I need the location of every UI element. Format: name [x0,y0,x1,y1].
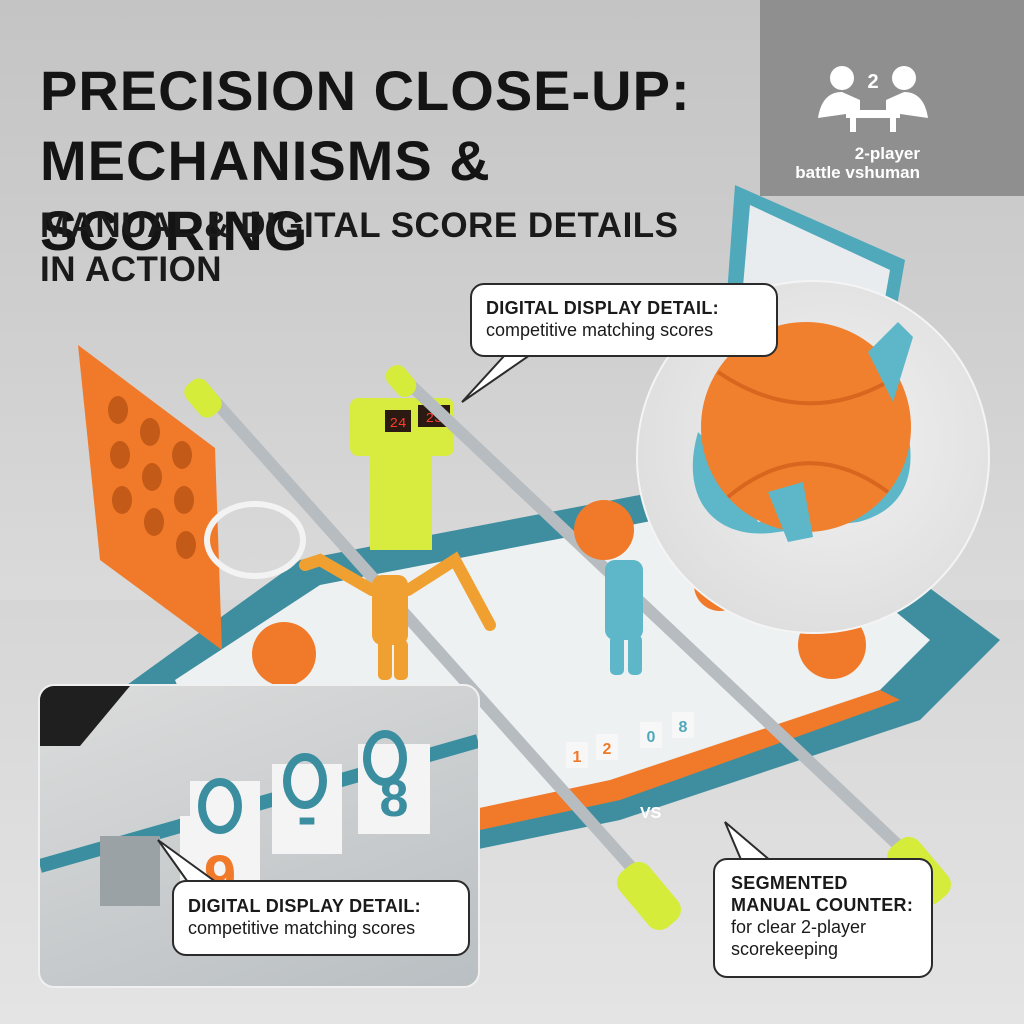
callout-top-body: competitive matching scores [486,320,714,340]
callout-right-heading-1: SEGMENTED [731,873,848,893]
ball-on-court-left [252,622,316,686]
display-digits-left: 24 [390,416,407,432]
backboard-holes [108,396,196,559]
board-counter-digit-4: 8 [679,719,688,736]
hoop-net [204,501,306,579]
rod-handle-top-left [184,378,222,418]
callout-left-body: competitive matching scores [188,918,416,938]
board-counter-digit-3: 0 [647,729,656,746]
badge-number: 2 [867,71,878,93]
board-counter-digit-1: 1 [573,749,582,766]
teal-fingers [768,482,813,542]
callout-digital-display-left: DIGITAL DISPLAY DETAIL: competitive matc… [172,880,470,956]
player-mode-badge: 2 [760,0,1024,196]
callout-digital-display-top: DIGITAL DISPLAY DETAIL: competitive matc… [470,283,778,357]
badge-caption-line1: 2-player [854,144,920,163]
callout-top-heading: DIGITAL DISPLAY DETAIL: [486,298,719,318]
callout-right-heading-2: MANUAL COUNTER: [731,895,914,915]
ball-teal-player [574,500,634,560]
display-screen-left [385,410,411,432]
counter-rings [198,730,407,834]
teal-player-figure [605,560,643,675]
board-counter-digit-2: 2 [603,741,612,758]
page-subtitle: MANUAL & DIGITAL SCORE DETAILS IN ACTION [40,206,679,289]
page-title: PRECISION CLOSE-UP: MECHANISMS & SCORING [40,59,691,262]
teal-thumb [868,322,913,402]
rod-handle-top-right [385,364,417,398]
badge-caption-line2: battle vshuman [795,163,920,182]
board-vs-text: VS [640,805,662,822]
rod-left [199,384,671,911]
badge-caption: 2-player battle vshuman [772,144,920,182]
board-flip-counter: 1 2 0 8 [566,712,694,768]
rod-handle-bottom-left [617,861,681,931]
callout-manual-counter: SEGMENTED MANUAL COUNTER: for clear 2-pl… [713,858,933,978]
callout-right-body-1: for clear 2-player [731,917,867,937]
orange-player-figure [299,551,496,680]
rod-right [394,369,941,886]
callout-left-heading: DIGITAL DISPLAY DETAIL: [188,896,421,916]
zoom-circle-ball-grip [636,280,990,634]
callout-right-body-2: scorekeeping [731,939,839,959]
two-players-table-icon: 2 [818,66,928,132]
